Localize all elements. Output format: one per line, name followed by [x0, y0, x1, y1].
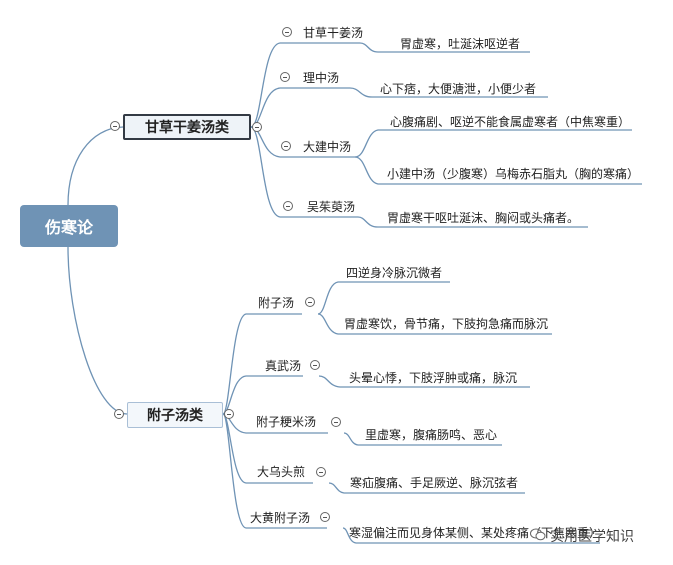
watermark-text: 实用医学知识 — [550, 529, 634, 545]
link-b2t4-d1 — [328, 482, 525, 494]
topic-collapse-toggle[interactable] — [280, 72, 290, 82]
topic-node[interactable]: 甘草干姜汤 — [303, 26, 364, 40]
root-label: 伤寒论 — [44, 218, 93, 237]
topic-node[interactable]: 理中汤 — [303, 71, 340, 85]
topic-collapse-toggle[interactable] — [281, 141, 291, 151]
link-b2t1-d2 — [317, 313, 552, 335]
link-t1-d1 — [359, 42, 530, 53]
link-root-branch1 — [67, 126, 124, 206]
topic-node[interactable]: 真武汤 — [265, 359, 302, 373]
topic-collapse-toggle[interactable] — [283, 201, 293, 211]
detail-node: 心腹痛剧、呕逆不能食属虚寒者（中焦寒重） — [390, 115, 631, 129]
link-b2-t5 — [222, 413, 327, 529]
topic-node[interactable]: 大黄附子汤 — [250, 511, 311, 525]
link-t2-d1 — [349, 87, 548, 98]
detail-node: 寒疝腹痛、手足厥逆、脉沉弦者 — [350, 476, 519, 490]
topic-node[interactable]: 大乌头煎 — [257, 465, 306, 479]
branch1-collapse-toggle[interactable] — [252, 122, 262, 132]
root-collapse-toggle-2[interactable] — [114, 409, 124, 419]
topic-node[interactable]: 大建中汤 — [303, 140, 352, 154]
branch-label: 附子汤类 — [147, 408, 203, 424]
detail-node: 心下痞，大便溏泄，小便少者 — [380, 82, 537, 96]
link-b1-t1 — [250, 42, 360, 128]
branch-node-fuzi[interactable]: 附子汤类 — [127, 402, 223, 428]
root-collapse-toggle[interactable] — [110, 121, 120, 131]
topic-node[interactable]: 吴茱萸汤 — [307, 200, 356, 214]
detail-node: 胃虚寒干呕吐涎沫、胸闷或头痛者。 — [387, 211, 580, 225]
topic-node[interactable]: 附子汤 — [258, 296, 295, 310]
link-b2t2-d1 — [318, 375, 530, 388]
branch-node-gancao[interactable]: 甘草干姜汤类 — [123, 114, 251, 140]
root-node[interactable]: 伤寒论 — [20, 205, 118, 247]
link-t3-d1 — [354, 129, 632, 158]
link-b1-t2 — [250, 87, 350, 128]
link-b2t5-d1 — [342, 527, 600, 544]
branch-label: 甘草干姜汤类 — [145, 120, 229, 136]
topic-collapse-toggle[interactable] — [282, 27, 292, 37]
link-root-branch2 — [67, 246, 128, 415]
topic-collapse-toggle[interactable] — [316, 467, 326, 477]
link-b2t3-d1 — [343, 432, 502, 446]
link-b2-t2 — [222, 375, 303, 415]
detail-node: 小建中汤（少腹寒）乌梅赤石脂丸（胸的寒痛） — [387, 167, 640, 181]
topic-node[interactable]: 附子粳米汤 — [256, 415, 317, 429]
detail-node: 四逆身冷脉沉微者 — [346, 266, 443, 280]
topic-collapse-toggle[interactable] — [331, 417, 341, 427]
topic-collapse-toggle[interactable] — [320, 512, 330, 522]
detail-node: 胃虚寒，吐涎沫呕逆者 — [400, 37, 521, 51]
detail-node: 里虚寒，腹痛肠鸣、恶心 — [365, 428, 498, 442]
topic-collapse-toggle[interactable] — [305, 297, 315, 307]
chat-bubble-icon — [530, 528, 546, 541]
link-t4-d1 — [357, 216, 588, 228]
topic-collapse-toggle[interactable] — [310, 360, 320, 370]
link-t3-d2 — [354, 156, 642, 185]
branch2-collapse-toggle[interactable] — [224, 409, 234, 419]
detail-node: 胃虚寒饮，骨节痛，下肢拘急痛而脉沉 — [344, 317, 549, 331]
link-b2t1-d1 — [317, 281, 450, 315]
detail-node: 头晕心悸，下肢浮肿或痛，脉沉 — [349, 371, 518, 385]
